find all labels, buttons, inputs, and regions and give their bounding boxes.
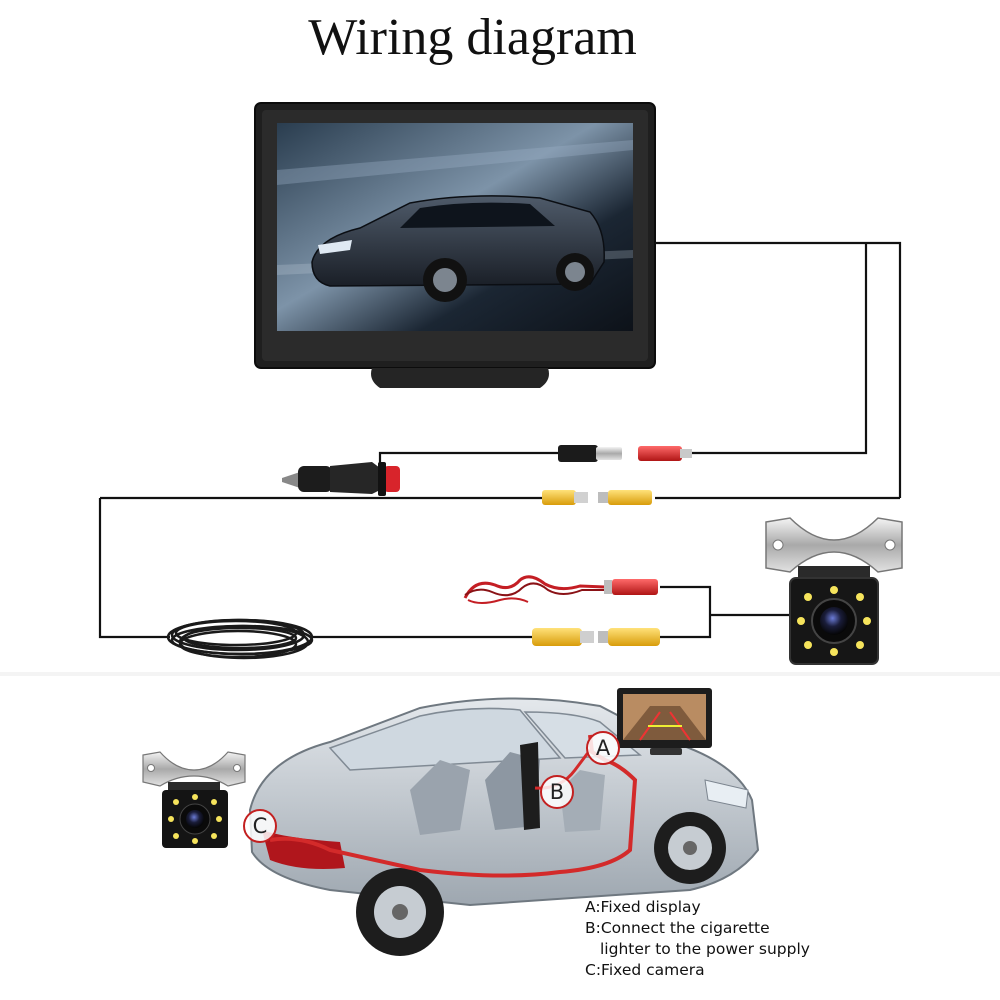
camera-mount-bracket — [765, 517, 903, 573]
legend-item-a: A:Fixed display — [585, 898, 701, 916]
small-backup-camera-icon — [142, 751, 246, 848]
legend-item-b-line2: lighter to the power supply — [600, 940, 810, 958]
legend-item-b-line1: B:Connect the cigarette — [585, 919, 770, 937]
marker-a-badge: A — [586, 731, 620, 765]
cable-route-path — [269, 734, 638, 878]
camera-led-ring — [797, 586, 871, 656]
car-image-icon — [311, 195, 605, 302]
car-cutaway-icon — [248, 697, 760, 956]
diagram-title: Wiring diagram — [308, 9, 637, 66]
cigarette-lighter-plug-icon — [282, 462, 400, 496]
rca-plug-red-camera-icon — [604, 579, 658, 595]
rca-plug-red-monitor-icon — [638, 446, 692, 461]
marker-b-badge: B — [540, 775, 574, 809]
legend: A:Fixed display B:Connect the cigarette … — [585, 897, 810, 981]
camera-power-wire-icon — [463, 575, 606, 604]
rca-plug-yellow-pair-monitor-icon — [542, 490, 652, 505]
lighter-wire — [378, 451, 558, 468]
left-return-wire — [98, 498, 170, 639]
dc-jack-icon — [558, 445, 622, 462]
camera-junction-wire — [660, 585, 712, 639]
monitor-stand — [371, 368, 549, 388]
monitor-power-wire — [692, 243, 868, 455]
backup-camera-icon — [765, 517, 903, 665]
legend-item-c: C:Fixed camera — [585, 961, 705, 979]
coiled-cable-icon — [166, 618, 314, 660]
wire-routes — [98, 241, 902, 639]
car-lighter-plug-icon — [520, 742, 540, 830]
marker-c-badge: C — [243, 809, 277, 843]
mini-monitor-icon — [617, 688, 712, 755]
rca-plug-yellow-pair-camera-icon — [532, 628, 660, 646]
monitor-video-wire — [655, 241, 902, 498]
monitor-icon — [254, 102, 656, 388]
